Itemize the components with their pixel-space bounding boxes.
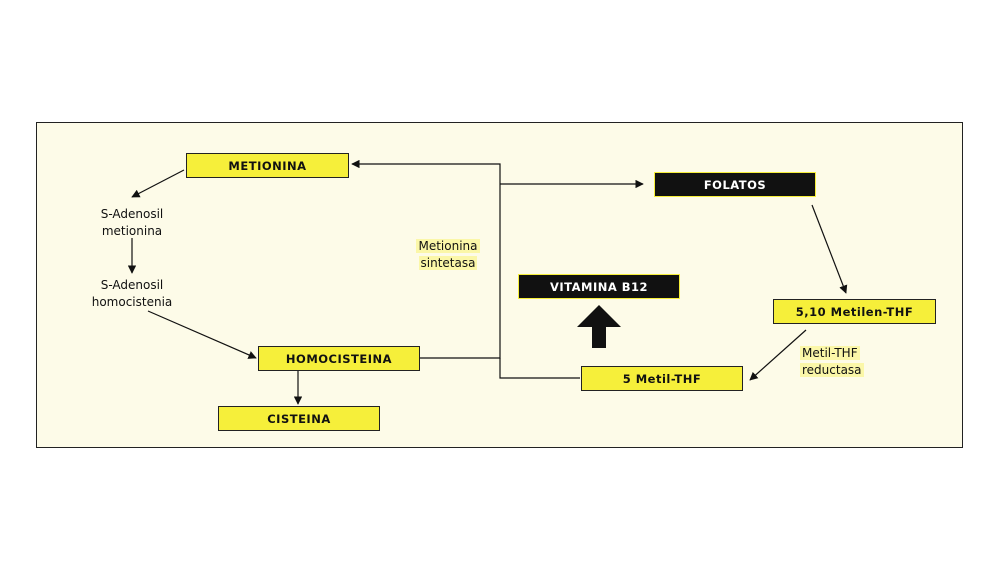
metil-thf-reductasa-line1: Metil-THF (800, 346, 860, 360)
line-metilthf-to-junction (499, 358, 580, 379)
bold-up-arrow-icon (577, 305, 621, 348)
node-homocisteina: HOMOCISTEINA (258, 346, 420, 371)
node-metilen-thf: 5,10 Metilen-THF (773, 299, 936, 324)
label-metionina-sintetasa: Metionina sintetasa (408, 238, 488, 272)
node-s-adenosil-metionina: S-Adenosil metionina (82, 206, 182, 240)
metil-thf-reductasa-line2: reductasa (800, 363, 864, 377)
label-metil-thf-reductasa: Metil-THF reductasa (800, 345, 880, 379)
arrow-folatos-to-metilenthf (811, 204, 848, 294)
arrow-sadenosilhom-to-homocisteina (147, 310, 257, 359)
node-metionina: METIONINA (186, 153, 349, 178)
node-vitamina-b12: VITAMINA B12 (518, 274, 680, 299)
metionina-sintetasa-line2: sintetasa (418, 256, 478, 270)
line-homocisteina-to-junction (351, 159, 501, 359)
node-cisteina: CISTEINA (218, 406, 380, 431)
s-adenosil-homocistenia-line2: homocistenia (91, 295, 173, 309)
metionina-sintetasa-line1: Metionina (416, 239, 480, 253)
node-metil-thf: 5 Metil-THF (581, 366, 743, 391)
arrow-metionina-to-sadenosilmet (131, 169, 185, 198)
arrow-metilenthf-to-metilthf (749, 329, 807, 381)
s-adenosil-metionina-line1: S-Adenosil (100, 207, 164, 221)
s-adenosil-metionina-line2: metionina (101, 224, 163, 238)
node-folatos: FOLATOS (654, 172, 816, 197)
node-s-adenosil-homocistenia: S-Adenosil homocistenia (72, 277, 192, 311)
s-adenosil-homocistenia-line1: S-Adenosil (100, 278, 164, 292)
